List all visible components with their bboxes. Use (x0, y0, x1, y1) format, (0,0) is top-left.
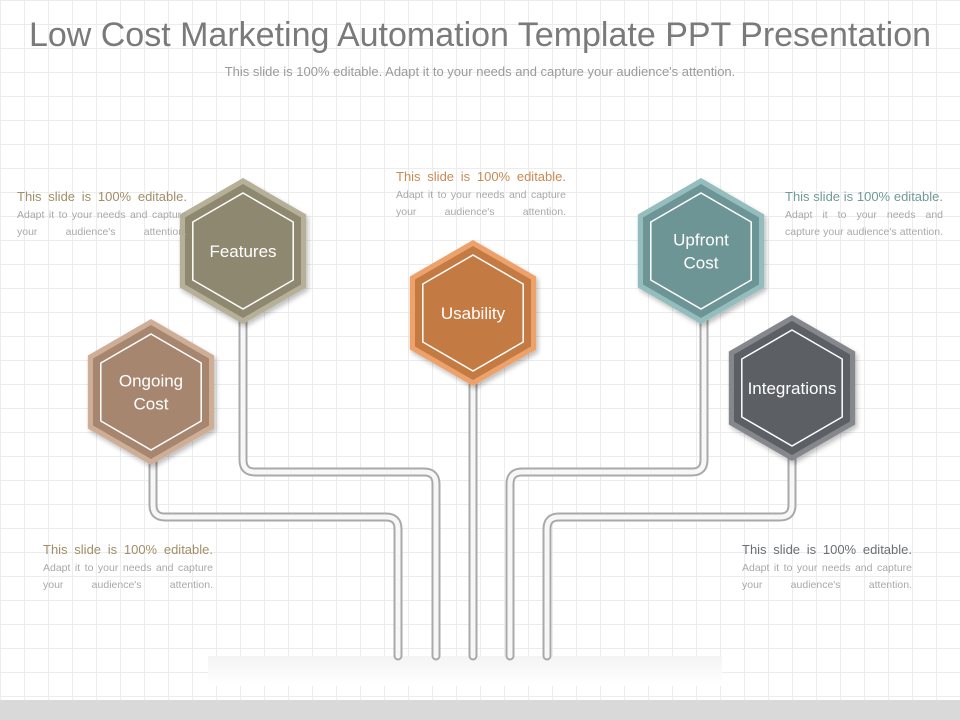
slide-subtitle: This slide is 100% editable. Adapt it to… (224, 64, 736, 79)
hexagon-usability: Usability (409, 240, 537, 386)
connector-base (208, 656, 722, 686)
connector-features (238, 315, 441, 661)
hexagon-features: Features (179, 178, 307, 324)
hexagon-usability-body (415, 246, 531, 380)
hexagon-features-body (185, 184, 301, 318)
description-usability: This slide is 100% editable. Adapt it to… (396, 169, 566, 218)
hexagon-upfront-body (643, 184, 759, 318)
hexagon-usability-inner-border (422, 254, 524, 372)
hexagon-ongoing-inner-border (100, 333, 202, 451)
description-integrations: This slide is 100% editable. Adapt it to… (742, 542, 912, 591)
connector-upfront (505, 315, 709, 661)
hexagon-integrations: Integrations (728, 315, 856, 461)
hexagon-integrations-inner-border (741, 329, 843, 447)
footer-bar (0, 700, 960, 720)
hexagon-upfront-inner-border (650, 192, 752, 310)
hexagon-integrations-body (734, 321, 850, 455)
connector-lines (148, 315, 797, 661)
description-features: This slide is 100% editable. Adapt it to… (17, 189, 187, 238)
hexagon-features-inner-border (192, 192, 294, 310)
hexagon-ongoing-body (93, 325, 209, 459)
hexagon-integrations-label: Integrations (748, 379, 837, 398)
hexagon-usability-label: Usability (441, 304, 506, 323)
description-upfront-cost: This slide is 100% editable. Adapt it to… (785, 189, 943, 238)
hexagon-features-label: Features (209, 242, 276, 261)
slide-title: Low Cost Marketing Automation Template P… (28, 16, 932, 54)
description-ongoing-cost: This slide is 100% editable. Adapt it to… (43, 542, 213, 591)
